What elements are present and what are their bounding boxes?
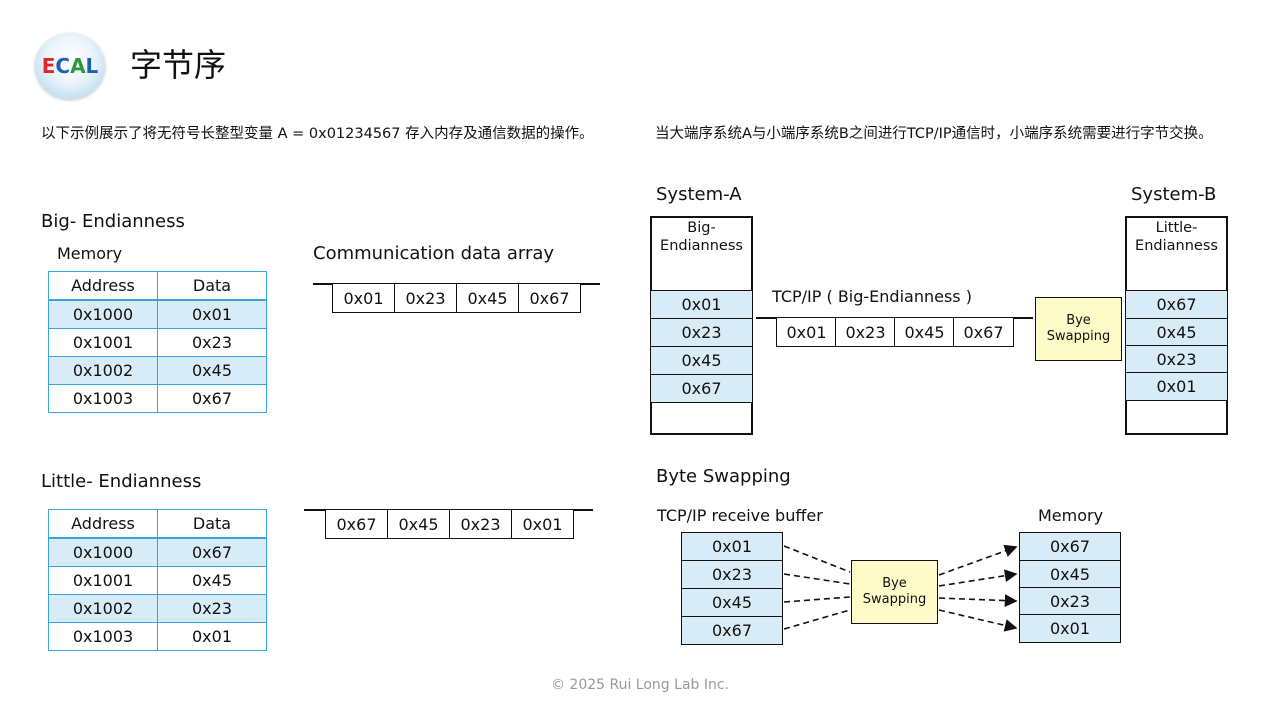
memory-label: Memory [57, 244, 123, 263]
comm-byte-cell: 0x45 [387, 509, 450, 539]
byte-swapping-title: Byte Swapping [656, 466, 791, 487]
buffer-byte-cell: 0x45 [681, 588, 783, 617]
right-description: 当大端序系统A与小端序系统B之间进行TCP/IP通信时，小端序系统需要进行字节交… [655, 126, 1213, 142]
system-a-byte-cell: 0x23 [650, 318, 753, 347]
data-cell: 0x01 [157, 299, 267, 329]
logo-letter-e: E [41, 54, 56, 78]
big-endian-label: Big- Endianness [41, 211, 185, 232]
arrow-out-4 [938, 609, 1018, 632]
memory-byte-cell: 0x45 [1019, 560, 1121, 589]
arrow-in-3 [783, 596, 851, 603]
system-a-title: System-A [656, 184, 742, 205]
comm-byte-cell: 0x23 [449, 509, 512, 539]
little-endian-memory-table: Address Data 0x1000 0x67 0x1001 0x45 0x1… [48, 509, 267, 651]
logo-letter-a: A [70, 54, 86, 78]
logo-letter-c: C [55, 54, 71, 78]
arrow-in-4 [783, 609, 851, 630]
arrow-out-1 [938, 544, 1018, 576]
system-b-byte-cell: 0x01 [1125, 372, 1228, 401]
address-cell: 0x1003 [48, 384, 158, 413]
table-row: 0x1001 0x23 [48, 328, 267, 357]
comm-byte-cell: 0x01 [332, 283, 395, 313]
address-cell: 0x1002 [48, 356, 158, 385]
buffer-byte-cell: 0x67 [681, 616, 783, 645]
memory-byte-cell: 0x23 [1019, 587, 1121, 616]
address-cell: 0x1000 [48, 537, 158, 567]
receive-buffer-label: TCP/IP receive buffer [657, 506, 823, 525]
ecal-logo: E C A L [35, 33, 105, 99]
tcpip-label: TCP/IP ( Big-Endianness ) [772, 287, 972, 306]
big-endian-memory-table: Address Data 0x1000 0x01 0x1001 0x23 0x1… [48, 271, 267, 413]
table-row: 0x1002 0x45 [48, 356, 267, 385]
data-cell: 0x23 [157, 594, 267, 623]
system-a-byte-cell: 0x67 [650, 374, 753, 403]
table-header-address: Address [48, 271, 158, 301]
comm-byte-cell: 0x01 [511, 509, 574, 539]
tcpip-byte-cell: 0x01 [776, 317, 837, 347]
data-cell: 0x67 [157, 384, 267, 413]
page-title: 字节序 [130, 46, 227, 84]
tcpip-byte-cell: 0x45 [894, 317, 955, 347]
data-cell: 0x23 [157, 328, 267, 357]
communication-array-label: Communication data array [313, 243, 555, 264]
memory-byte-cell: 0x01 [1019, 614, 1121, 643]
left-description: 以下示例展示了将无符号长整型变量 A = 0x01234567 存入内存及通信数… [41, 126, 594, 142]
comm-byte-cell: 0x67 [325, 509, 388, 539]
table-row: 0x1000 0x01 [48, 299, 267, 329]
copyright: © 2025 Rui Long Lab Inc. [550, 677, 730, 693]
table-row: 0x1003 0x01 [48, 622, 267, 651]
little-endian-label: Little- Endianness [41, 471, 202, 492]
system-b-title: System-B [1131, 184, 1217, 205]
data-cell: 0x01 [157, 622, 267, 651]
table-row: 0x1002 0x23 [48, 594, 267, 623]
swap-box-lower: Bye Swapping [851, 560, 938, 624]
comm-byte-cell: 0x23 [394, 283, 457, 313]
system-b-endian-label: Little-Endianness [1135, 220, 1218, 254]
table-header-data: Data [157, 509, 267, 539]
tcpip-byte-cell: 0x23 [835, 317, 896, 347]
buffer-byte-cell: 0x01 [681, 532, 783, 561]
swap-box: Bye Swapping [1035, 297, 1122, 361]
arrow-out-2 [938, 569, 1018, 587]
arrow-in-1 [783, 545, 851, 573]
table-header-address: Address [48, 509, 158, 539]
swap-memory-label: Memory [1038, 506, 1104, 525]
system-b-byte-cell: 0x45 [1125, 318, 1228, 347]
system-a-endian-label: Big-Endianness [660, 220, 743, 254]
table-row: 0x1003 0x67 [48, 384, 267, 413]
table-header-data: Data [157, 271, 267, 301]
tcpip-byte-cell: 0x67 [953, 317, 1014, 347]
comm-byte-cell: 0x67 [518, 283, 581, 313]
arrow-in-2 [783, 573, 851, 585]
address-cell: 0x1001 [48, 328, 158, 357]
logo-letter-l: L [85, 54, 99, 78]
table-row: 0x1001 0x45 [48, 566, 267, 595]
comm-byte-cell: 0x45 [456, 283, 519, 313]
arrow-out-3 [938, 594, 1018, 607]
